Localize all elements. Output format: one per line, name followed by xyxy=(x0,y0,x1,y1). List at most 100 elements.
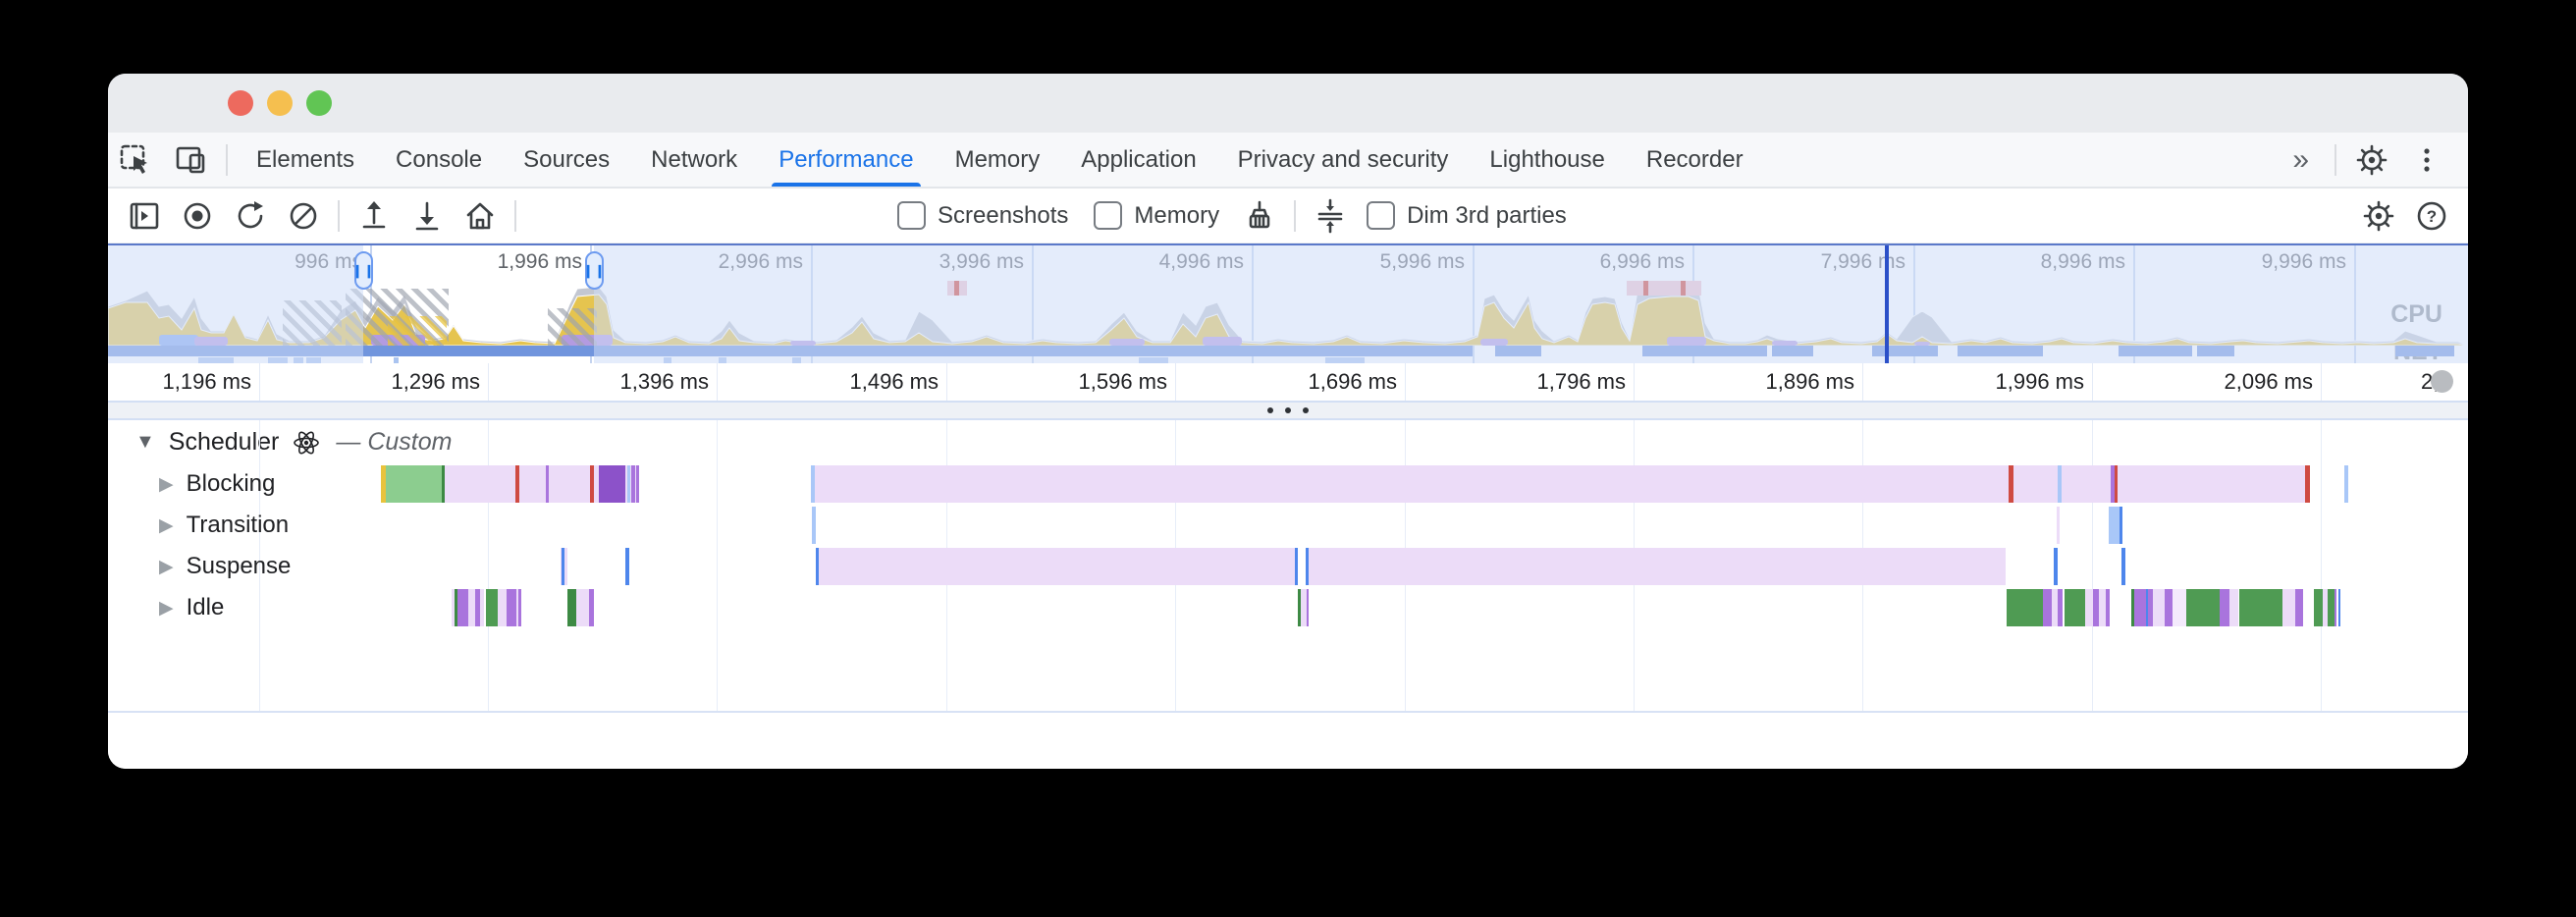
tab-console[interactable]: Console xyxy=(396,145,483,173)
flame-bar[interactable] xyxy=(2115,465,2118,503)
row-label[interactable]: ▶Suspense xyxy=(159,548,291,585)
capture-settings-gear-icon[interactable] xyxy=(2352,193,2405,239)
flame-bar[interactable] xyxy=(599,465,625,503)
flame-bar[interactable] xyxy=(1295,548,1309,585)
help-icon[interactable]: ? xyxy=(2405,193,2458,239)
flame-bar[interactable] xyxy=(452,589,455,626)
flame-bar[interactable] xyxy=(625,548,629,585)
expand-row-icon[interactable]: ▶ xyxy=(159,514,174,536)
flame-bar[interactable] xyxy=(386,465,442,503)
flame-bar[interactable] xyxy=(1295,548,1298,585)
reload-record-icon[interactable] xyxy=(224,193,277,239)
flame-bar[interactable] xyxy=(2153,589,2165,626)
flame-bar[interactable] xyxy=(480,589,484,626)
flame-bar[interactable] xyxy=(2058,589,2063,626)
flame-bar[interactable] xyxy=(1306,548,1309,585)
tab-elements[interactable]: Elements xyxy=(256,145,355,173)
inspect-icon[interactable] xyxy=(108,137,163,183)
flame-bar[interactable] xyxy=(2134,589,2153,626)
flame-bar[interactable] xyxy=(2344,465,2348,503)
checkbox-box[interactable] xyxy=(1367,201,1396,230)
row-label[interactable]: ▶Idle xyxy=(159,589,224,626)
flame-bar[interactable] xyxy=(507,589,516,626)
flame-bar[interactable] xyxy=(2328,589,2334,626)
flame-bar[interactable] xyxy=(816,548,2006,585)
expand-row-icon[interactable]: ▶ xyxy=(159,556,174,577)
flame-bar[interactable] xyxy=(516,589,518,626)
flame-bar[interactable] xyxy=(2057,507,2060,544)
flame-bar[interactable] xyxy=(2054,548,2058,585)
checkbox-box[interactable] xyxy=(1094,201,1123,230)
close-window-button[interactable] xyxy=(228,90,253,116)
tab-application[interactable]: Application xyxy=(1081,145,1197,173)
flame-bar[interactable] xyxy=(2007,589,2043,626)
row-label[interactable]: ▶Transition xyxy=(159,507,289,544)
flame-bar[interactable] xyxy=(2173,589,2186,626)
flame-bar[interactable] xyxy=(457,589,468,626)
flame-bar[interactable] xyxy=(381,465,386,503)
flame-bar[interactable] xyxy=(590,465,594,503)
flame-bar[interactable] xyxy=(2009,465,2013,503)
flame-bar[interactable] xyxy=(2282,589,2295,626)
playhead-line[interactable] xyxy=(1885,245,1889,363)
clear-icon[interactable] xyxy=(277,193,330,239)
flame-bar[interactable] xyxy=(2065,589,2085,626)
flame-bar[interactable] xyxy=(2239,589,2282,626)
more-tabs-icon[interactable]: » xyxy=(2292,142,2309,176)
collapse-track-icon[interactable]: ▼ xyxy=(135,431,155,453)
flame-bar[interactable] xyxy=(442,465,445,503)
flame-bar[interactable] xyxy=(475,589,480,626)
flame-bar[interactable] xyxy=(562,548,564,585)
minimize-window-button[interactable] xyxy=(267,90,293,116)
flame-bar[interactable] xyxy=(2058,465,2062,503)
panel-resize-handle[interactable] xyxy=(108,401,2468,420)
tab-recorder[interactable]: Recorder xyxy=(1645,145,1744,173)
flame-bar[interactable] xyxy=(576,589,589,626)
expand-row-icon[interactable]: ▶ xyxy=(159,597,174,619)
flame-bar[interactable] xyxy=(2085,589,2093,626)
flame-bar[interactable] xyxy=(518,589,521,626)
flame-bar[interactable] xyxy=(2305,465,2310,503)
upload-icon[interactable] xyxy=(348,193,401,239)
collapse-icon[interactable] xyxy=(1304,193,1357,239)
timeline-overview[interactable]: CPU NET 996 ms1,996 ms2,996 ms3,996 ms4,… xyxy=(108,243,2468,363)
flame-bar[interactable] xyxy=(455,589,457,626)
flame-bar[interactable] xyxy=(2323,589,2328,626)
flame-bar[interactable] xyxy=(2165,589,2173,626)
flame-bar[interactable] xyxy=(2338,589,2340,626)
checkbox-box[interactable] xyxy=(897,201,926,230)
dim-3rd-parties-checkbox[interactable]: Dim 3rd parties xyxy=(1367,201,1567,230)
flame-bar[interactable] xyxy=(498,589,507,626)
flame-bar[interactable] xyxy=(2220,589,2229,626)
flame-bar[interactable] xyxy=(2314,589,2323,626)
tab-sources[interactable]: Sources xyxy=(523,145,611,173)
scrollbar-thumb[interactable] xyxy=(2431,370,2453,393)
flame-bar[interactable] xyxy=(811,465,815,503)
home-icon[interactable] xyxy=(454,193,507,239)
selection-handle-left[interactable]: ❙❙ xyxy=(352,251,374,290)
screenshots-checkbox[interactable]: Screenshots xyxy=(897,201,1068,230)
flame-bar[interactable] xyxy=(1298,589,1301,626)
gear-icon[interactable] xyxy=(2344,137,2399,183)
flame-bar[interactable] xyxy=(2295,589,2303,626)
tab-memory[interactable]: Memory xyxy=(954,145,1041,173)
flame-bar[interactable] xyxy=(627,465,630,503)
flame-bar[interactable] xyxy=(2111,465,2115,503)
flame-bar[interactable] xyxy=(2099,589,2106,626)
flame-bar[interactable] xyxy=(2146,589,2148,626)
flame-bar[interactable] xyxy=(2120,507,2122,544)
zoom-window-button[interactable] xyxy=(306,90,332,116)
tab-performance[interactable]: Performance xyxy=(758,133,934,187)
flame-bar[interactable] xyxy=(2052,589,2058,626)
collect-garbage-icon[interactable] xyxy=(1233,193,1286,239)
flame-bar[interactable] xyxy=(2229,589,2238,626)
flame-bar[interactable] xyxy=(468,589,475,626)
selection-handle-right[interactable]: ❙❙ xyxy=(583,251,605,290)
track-header[interactable]: ▼ Scheduler — Custom xyxy=(135,428,452,457)
toggle-sidebar-icon[interactable] xyxy=(118,193,171,239)
flame-bar[interactable] xyxy=(546,465,549,503)
flame-bar[interactable] xyxy=(2186,589,2220,626)
flame-bar[interactable] xyxy=(636,465,639,503)
flame-bar[interactable] xyxy=(2121,548,2125,585)
